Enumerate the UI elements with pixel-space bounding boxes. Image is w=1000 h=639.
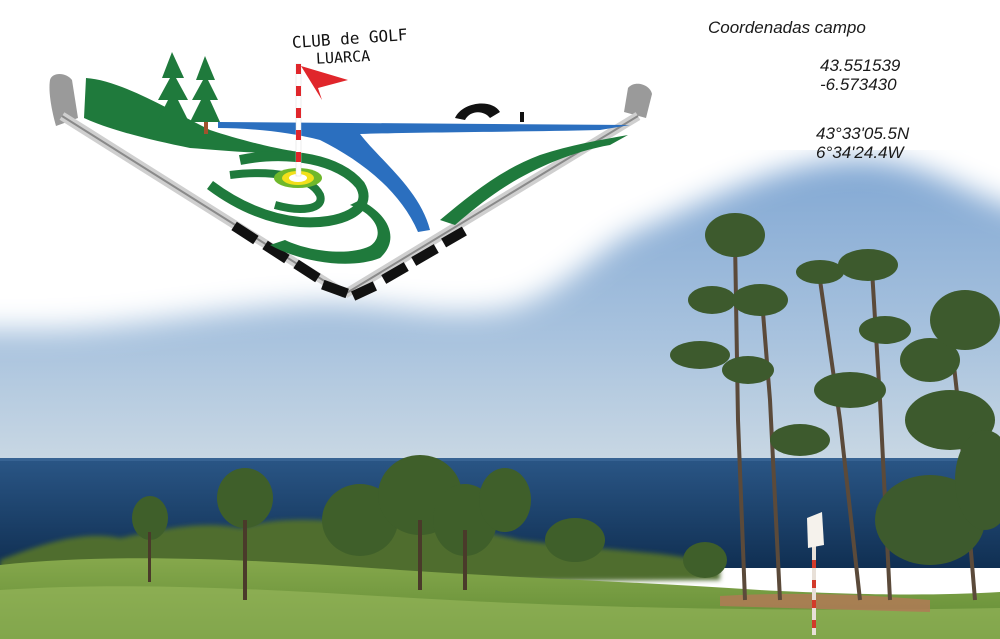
golf-flag-photo (807, 512, 824, 635)
pine-canopy (670, 213, 1000, 565)
coordinates-title-text: Coordenadas campo (708, 18, 866, 37)
logo-flag (301, 66, 348, 100)
logo-pines (156, 52, 220, 124)
logo-swoosh (455, 103, 500, 120)
logo-text-line2: LUARCA (316, 47, 371, 68)
club-logo: CLUB de GOLF LUARCA (49, 25, 652, 301)
right-club-head (624, 83, 652, 118)
left-club-head (49, 74, 78, 126)
mid-trees (132, 455, 727, 600)
latitude-dms: 43°33'05.5N (816, 124, 910, 143)
longitude-dms: 6°34'24.4W (816, 143, 904, 162)
white-overlay (0, 0, 1000, 330)
latitude-decimal: 43.551539 (820, 56, 901, 75)
coordinates-title: Coordenadas campo (708, 18, 866, 37)
coordinates-dms: 43°33'05.5N 6°34'24.4W (816, 124, 909, 162)
path-strip (720, 593, 930, 612)
logo-hill (84, 78, 300, 153)
logo-dashes (231, 221, 467, 301)
longitude-decimal: -6.573430 (820, 75, 897, 94)
coordinates-decimal: 43.551539 -6.573430 (820, 56, 900, 94)
